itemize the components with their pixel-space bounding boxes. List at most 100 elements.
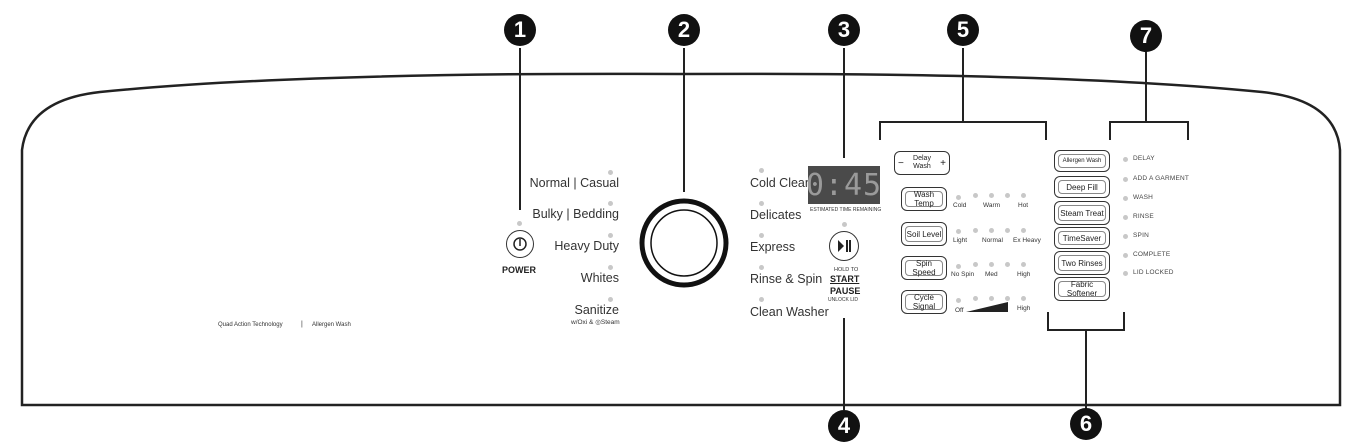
cycle-cold-clean[interactable]: Cold Clean	[750, 176, 812, 190]
status-led	[1123, 215, 1128, 220]
spin-speed-high: High	[1017, 271, 1031, 278]
status-complete: COMPLETE	[1133, 251, 1171, 258]
callout-6: 6	[1070, 408, 1102, 440]
branding-allergen-wash: Allergen Wash	[312, 322, 351, 328]
delay-minus-button[interactable]: −	[898, 157, 904, 169]
callout-5: 5	[947, 14, 979, 46]
panel-border	[20, 72, 1342, 407]
status-led	[1123, 271, 1128, 276]
spin-speed-button[interactable]: Spin Speed	[901, 256, 947, 280]
cycle-led	[759, 265, 764, 270]
option-two-rinses-label: Two Rinses	[1058, 255, 1106, 271]
option-steam-treat[interactable]: Steam Treat	[1054, 201, 1110, 225]
status-lid-locked: LID LOCKED	[1133, 269, 1174, 276]
soil-level-light: Light	[953, 237, 968, 244]
cycle-whites[interactable]: Whites	[580, 271, 619, 285]
cycle-delicates[interactable]: Delicates	[750, 208, 802, 222]
cycle-signal-high: High	[1017, 305, 1031, 312]
callout-2: 2	[668, 14, 700, 46]
status-rinse: RINSE	[1133, 213, 1154, 220]
option-allergen-wash[interactable]: Allergen Wash	[1054, 150, 1110, 172]
start-label: START	[830, 274, 860, 284]
status-delay: DELAY	[1133, 155, 1155, 162]
option-deep-fill[interactable]: Deep Fill	[1054, 176, 1110, 198]
soil-level-ex-heavy: Ex Heavy	[1013, 237, 1041, 244]
status-led	[1123, 157, 1128, 162]
soil-level-normal: Normal	[982, 237, 1003, 244]
cycle-heavy-duty[interactable]: Heavy Duty	[554, 239, 619, 253]
cycle-led	[759, 168, 764, 173]
soil-level-label: Soil Level	[905, 226, 943, 242]
power-label: POWER	[502, 265, 537, 275]
cycle-sanitize[interactable]: Sanitize	[574, 303, 619, 317]
cycle-led	[608, 201, 613, 206]
wash-temp-label: Wash Temp	[905, 190, 943, 208]
status-spin: SPIN	[1133, 232, 1149, 239]
start-led	[842, 222, 847, 227]
branding-quad-action: Quad Action Technology	[218, 322, 283, 328]
branding-separator: |	[301, 321, 303, 328]
cycle-clean-washer[interactable]: Clean Washer	[750, 305, 829, 319]
cycle-rinse-spin[interactable]: Rinse & Spin	[750, 272, 823, 286]
status-led	[1123, 253, 1128, 258]
cycle-express[interactable]: Express	[750, 240, 796, 254]
cycle-signal-label: Cycle Signal	[905, 293, 943, 311]
cycle-signal-ramp	[966, 302, 1008, 312]
cycle-signal-button[interactable]: Cycle Signal	[901, 290, 947, 314]
status-led	[1123, 177, 1128, 182]
cycle-led	[608, 170, 613, 175]
cycle-led	[759, 297, 764, 302]
cycle-bulky-bedding[interactable]: Bulky | Bedding	[532, 207, 619, 221]
start-pause-button[interactable]	[829, 231, 859, 261]
power-icon	[513, 237, 527, 251]
status-add-a-garment: ADD A GARMENT	[1133, 175, 1190, 182]
bracket-6	[1047, 312, 1125, 331]
cycle-knob-inner	[650, 209, 718, 277]
time-display-caption: ESTIMATED TIME REMAINING	[810, 207, 882, 213]
time-display: 0:45	[805, 166, 883, 204]
cycle-led	[759, 201, 764, 206]
delay-wash-label: Delay Wash	[913, 155, 931, 170]
cycle-led	[608, 265, 613, 270]
delay-wash-control: − Delay Wash +	[894, 151, 950, 175]
bracket-5	[879, 121, 1047, 140]
wash-temp-cold: Cold	[953, 202, 967, 209]
status-led	[1123, 196, 1128, 201]
option-steam-treat-label: Steam Treat	[1058, 205, 1106, 221]
cycle-led	[608, 297, 613, 302]
callout-4: 4	[828, 410, 860, 442]
pause-label: PAUSE	[830, 286, 861, 296]
option-two-rinses[interactable]: Two Rinses	[1054, 251, 1110, 275]
cycle-led	[759, 233, 764, 238]
play-pause-icon	[838, 240, 851, 252]
status-wash: WASH	[1133, 194, 1154, 201]
cycle-signal-off: Off	[955, 307, 964, 314]
cycle-selector-knob[interactable]	[642, 201, 726, 285]
option-timesaver-label: TimeSaver	[1058, 231, 1106, 245]
spin-speed-no-spin: No Spin	[951, 271, 975, 278]
option-timesaver[interactable]: TimeSaver	[1054, 227, 1110, 249]
cycle-led	[608, 233, 613, 238]
soil-level-button[interactable]: Soil Level	[901, 222, 947, 246]
hold-to-label: HOLD TO	[834, 267, 859, 273]
cycle-normal-casual[interactable]: Normal | Casual	[529, 176, 619, 190]
delay-plus-button[interactable]: +	[940, 157, 946, 169]
option-fabric-softener-label: Fabric Softener	[1058, 280, 1106, 298]
option-allergen-wash-label: Allergen Wash	[1058, 154, 1106, 168]
callout-3: 3	[828, 14, 860, 46]
spin-speed-label: Spin Speed	[905, 259, 943, 277]
bracket-7	[1109, 121, 1189, 140]
wash-temp-warm: Warm	[983, 202, 1001, 209]
callout-7: 7	[1130, 20, 1162, 52]
wash-temp-button[interactable]: Wash Temp	[901, 187, 947, 211]
power-button[interactable]	[506, 230, 534, 258]
wash-temp-hot: Hot	[1018, 202, 1029, 209]
spin-speed-med: Med	[985, 271, 998, 278]
power-led	[517, 221, 522, 226]
sanitize-subtitle: w/Oxi & ◎Steam	[571, 319, 620, 326]
unlock-lid-label: UNLOCK LID	[828, 297, 859, 303]
callout-1: 1	[504, 14, 536, 46]
option-fabric-softener[interactable]: Fabric Softener	[1054, 277, 1110, 301]
option-deep-fill-label: Deep Fill	[1058, 180, 1106, 194]
